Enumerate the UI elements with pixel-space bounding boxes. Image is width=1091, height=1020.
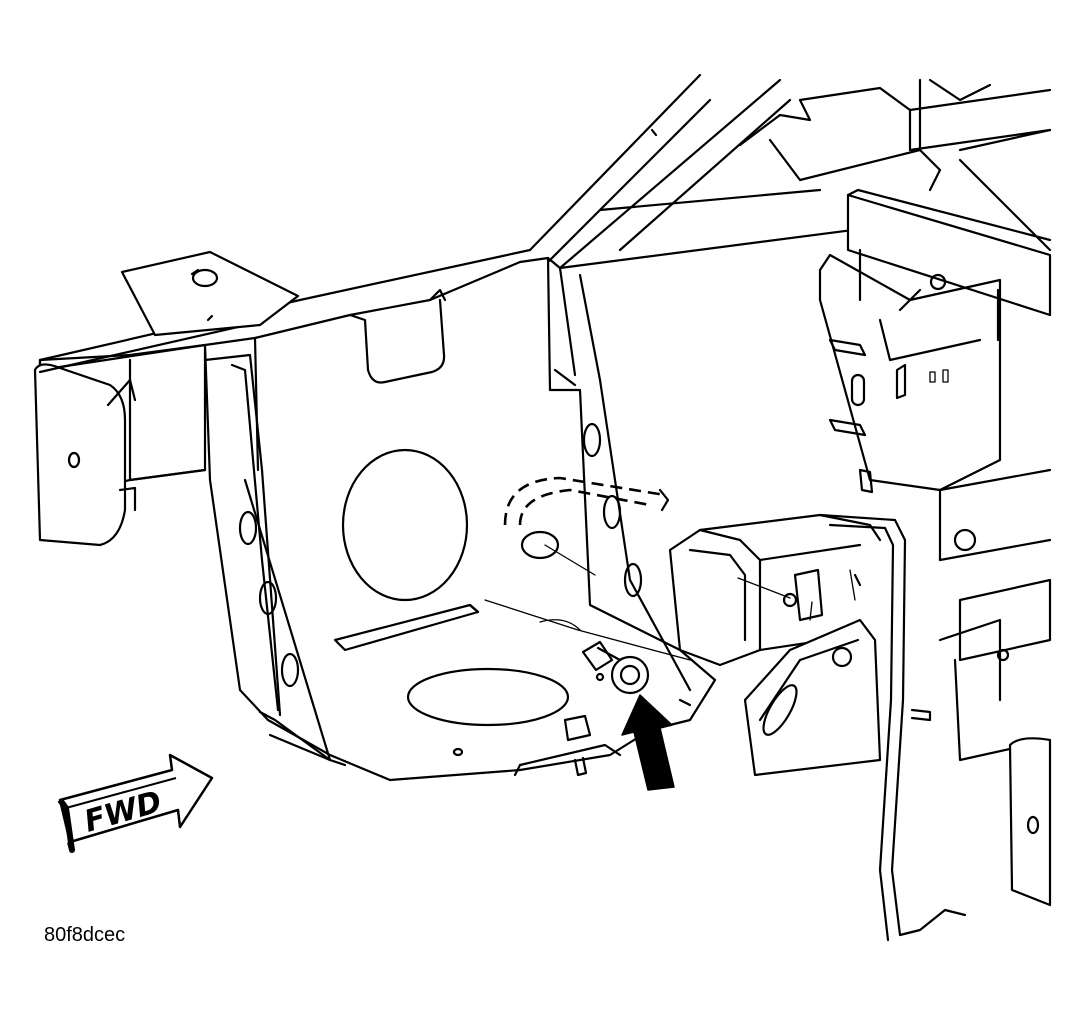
figure-id-label: 80f8dcec bbox=[44, 924, 126, 946]
front-frame-rail bbox=[33, 248, 532, 547]
crossmember bbox=[846, 188, 1052, 342]
callout-arrow bbox=[621, 694, 675, 791]
right-side-rail bbox=[818, 253, 1052, 907]
brake-line bbox=[818, 513, 967, 942]
hook-plate bbox=[743, 573, 882, 777]
hidden-line-dashed bbox=[484, 476, 856, 661]
fwd-arrow-icon: FWD bbox=[57, 753, 214, 853]
upper-tab bbox=[120, 250, 300, 337]
bolt-fastener bbox=[563, 640, 650, 777]
